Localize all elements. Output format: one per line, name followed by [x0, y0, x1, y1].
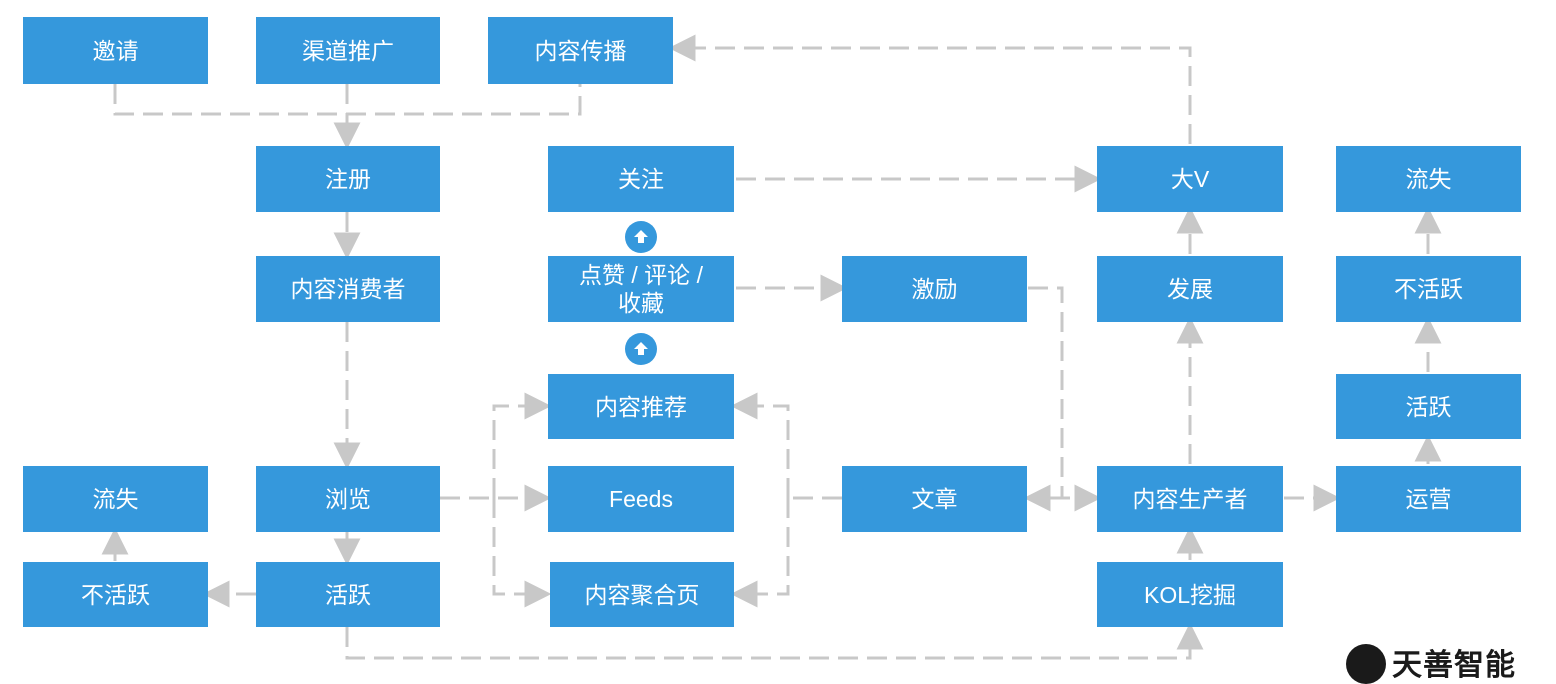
brand-logo-icon: [1346, 644, 1386, 684]
node-recommend: 内容推荐: [548, 374, 734, 439]
node-active-right-label: 活跃: [1405, 393, 1452, 420]
node-like-label: 点赞 / 评论 / 收藏: [579, 262, 703, 316]
node-spread: 内容传播: [488, 17, 673, 84]
node-bigv-label: 大V: [1170, 166, 1210, 192]
node-active-left-label: 活跃: [325, 581, 371, 608]
node-churn-left: 流失: [23, 466, 208, 532]
node-churn-left-label: 流失: [92, 486, 139, 512]
up-arrow-glyph: [634, 342, 648, 355]
node-invite-label: 邀请: [92, 37, 139, 64]
node-active-right: 活跃: [1336, 374, 1521, 439]
node-browse: 浏览: [256, 466, 440, 532]
node-kol-label: KOL挖掘: [1143, 581, 1237, 608]
node-operation: 运营: [1336, 466, 1521, 532]
node-active-left: 活跃: [256, 562, 440, 627]
node-inactive-right: 不活跃: [1336, 256, 1521, 322]
brand-logo: 天善智能: [1346, 640, 1516, 684]
node-register: 注册: [256, 146, 440, 212]
connector-layer: [101, 34, 1442, 660]
node-develop: 发展: [1097, 256, 1283, 322]
node-producer-label: 内容生产者: [1132, 486, 1248, 512]
node-kol: KOL挖掘: [1097, 562, 1283, 627]
connector-right-loop-top: [730, 392, 790, 498]
node-aggregate-label: 内容聚合页: [584, 581, 700, 608]
node-spread-label: 内容传播: [534, 37, 627, 64]
brand-logo-text: 天善智能: [1392, 649, 1516, 682]
connector-bigv-spread: [668, 34, 1192, 144]
node-follow: 关注: [548, 146, 734, 212]
node-producer: 内容生产者: [1097, 466, 1283, 532]
node-channel-label: 渠道推广: [302, 37, 394, 64]
node-churn-right-label: 流失: [1405, 166, 1452, 192]
node-recommend-label: 内容推荐: [595, 393, 687, 420]
up-arrow-glyph: [634, 230, 648, 243]
node-develop-label: 发展: [1167, 276, 1213, 302]
node-article: 文章: [842, 466, 1027, 532]
node-inactive-right-label: 不活跃: [1394, 276, 1463, 302]
node-consumer: 内容消费者: [256, 256, 440, 322]
up-arrow-icon: [625, 221, 657, 253]
node-feeds-label: Feeds: [609, 486, 673, 512]
node-invite: 邀请: [23, 17, 208, 84]
node-consumer-label: 内容消费者: [290, 276, 406, 302]
node-operation-label: 运营: [1405, 486, 1452, 512]
connector-right-loop-bottom: [730, 498, 790, 608]
node-article-label: 文章: [911, 486, 958, 512]
node-aggregate: 内容聚合页: [550, 562, 734, 627]
connector-left-loop-bottom: [492, 498, 552, 608]
connector-incentive-producer: [1028, 286, 1102, 512]
node-inactive-left: 不活跃: [23, 562, 208, 627]
node-browse-label: 浏览: [325, 486, 371, 512]
node-inactive-left-label: 不活跃: [81, 581, 150, 608]
node-register-label: 注册: [325, 166, 371, 192]
node-channel: 渠道推广: [256, 17, 440, 84]
node-feeds: Feeds: [548, 466, 734, 532]
node-follow-label: 关注: [618, 166, 664, 192]
node-like-comment-favorite: 点赞 / 评论 / 收藏: [548, 256, 734, 322]
connector-left-loop-top: [492, 392, 552, 498]
connector-active-kol: [345, 622, 1204, 660]
node-incentive: 激励: [842, 256, 1027, 322]
node-churn-right: 流失: [1336, 146, 1521, 212]
up-arrow-icon: [625, 333, 657, 365]
node-incentive-label: 激励: [911, 276, 958, 302]
node-bigv: 大V: [1097, 146, 1283, 212]
